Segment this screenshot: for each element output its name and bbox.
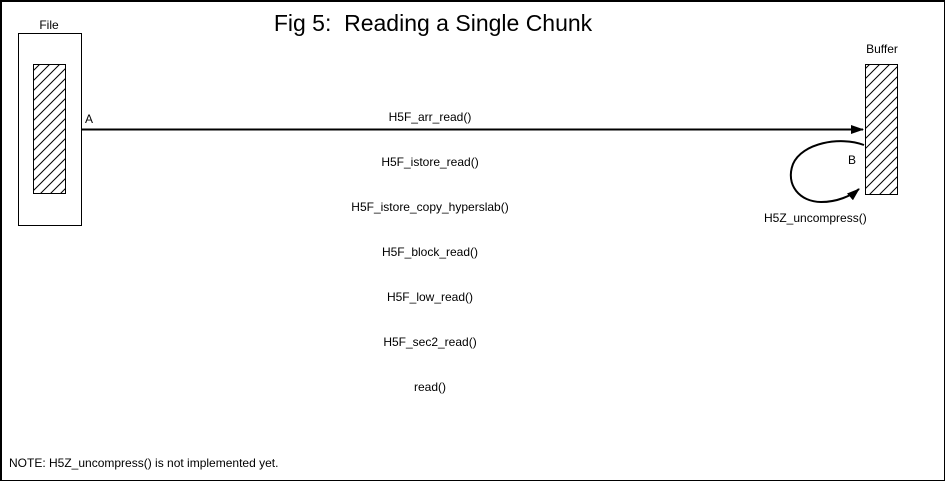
file-box [18,33,82,226]
call-stack-line: H5F_istore_read() [381,154,479,169]
call-stack-line: H5F_low_read() [386,290,474,305]
call-stack-line: H5F_block_read() [381,245,479,260]
uncompress-label: H5Z_uncompress() [764,211,867,225]
buffer-label: Buffer [866,42,898,56]
call-stack-line: read() [413,380,446,395]
call-stack-list: H5F_arr_read() H5F_istore_read() H5F_ist… [351,80,508,424]
file-label: File [39,18,59,32]
footnote: NOTE: H5Z_uncompress() is not implemente… [9,456,279,470]
buffer-hatched-rect [865,64,898,195]
file-chunk-hatched-rect [33,64,66,194]
uncompress-loop-arrow [789,140,865,204]
call-stack-line: H5F_sec2_read() [383,335,477,350]
call-stack-line: H5F_istore_copy_hyperslab() [351,199,509,214]
arrow-start-label: A [85,112,94,126]
figure-title: Fig 5: Reading a Single Chunk [273,10,593,36]
arrow-end-label: B [848,153,857,167]
call-stack-line: H5F_arr_read() [388,109,472,124]
